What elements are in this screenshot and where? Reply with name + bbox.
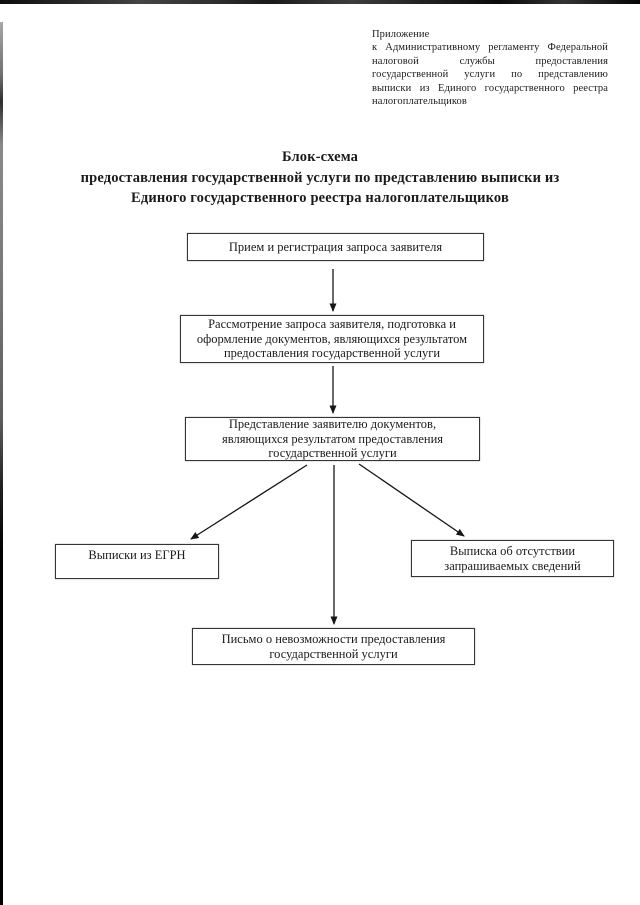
node-label-line: Выписки из ЕГРН [88, 548, 186, 562]
node-label-line: оформление документов, являющихся резуль… [196, 331, 468, 346]
node-label-line: государственной услуги [269, 646, 398, 661]
header-line: к Административному регламенту Федеральн… [372, 42, 608, 54]
flow-node-absence: Выписка об отсутствии запрашиваемых свед… [411, 540, 614, 577]
arrow-delivery-absence [358, 463, 465, 537]
node-label-line: государственной услуги [268, 446, 397, 461]
appendix-header: Приложение к Административному регламент… [372, 28, 608, 108]
title-line: Единого государственного реестра налогоп… [131, 190, 509, 206]
node-label-line: запрашиваемых сведений [444, 558, 581, 573]
header-line: государственной услуги по представлению [372, 69, 608, 81]
node-label-line: Представление заявителю документов, [228, 417, 437, 432]
flow-node-delivery: Представление заявителю документов, явля… [185, 417, 480, 461]
flow-node-review: Рассмотрение запроса заявителя, подготов… [180, 315, 484, 363]
page-title: Блок-схема предоставления государственно… [40, 147, 600, 209]
header-line: выписки из Единого государственного реес… [372, 82, 608, 94]
node-label-line: Прием и регистрация запроса заявителя [228, 239, 443, 254]
node-label-line: Рассмотрение запроса заявителя, подготов… [208, 317, 456, 332]
node-label-line: Письмо о невозможности предоставления [221, 631, 446, 646]
flow-node-letter: Письмо о невозможности предоставления го… [192, 628, 475, 665]
header-line: налоговой службы предоставления [372, 55, 608, 67]
node-label-line: Выписка об отсутствии [449, 543, 576, 558]
scan-edge-left [0, 22, 3, 905]
title-line: предоставления государственной услуги по… [80, 169, 560, 186]
header-line: Приложение [372, 29, 430, 40]
header-line: налогоплательщиков [372, 96, 467, 108]
title-line: Блок-схема [281, 149, 359, 165]
node-label-line: предоставления государственной услуги [223, 346, 441, 361]
flow-node-reception: Прием и регистрация запроса заявителя [187, 233, 484, 261]
flow-node-extract: Выписки из ЕГРН [55, 544, 219, 579]
node-label-line: являющихся результатом предоставления [221, 431, 444, 446]
arrow-delivery-extract [190, 464, 308, 540]
scan-edge-top [0, 0, 640, 4]
